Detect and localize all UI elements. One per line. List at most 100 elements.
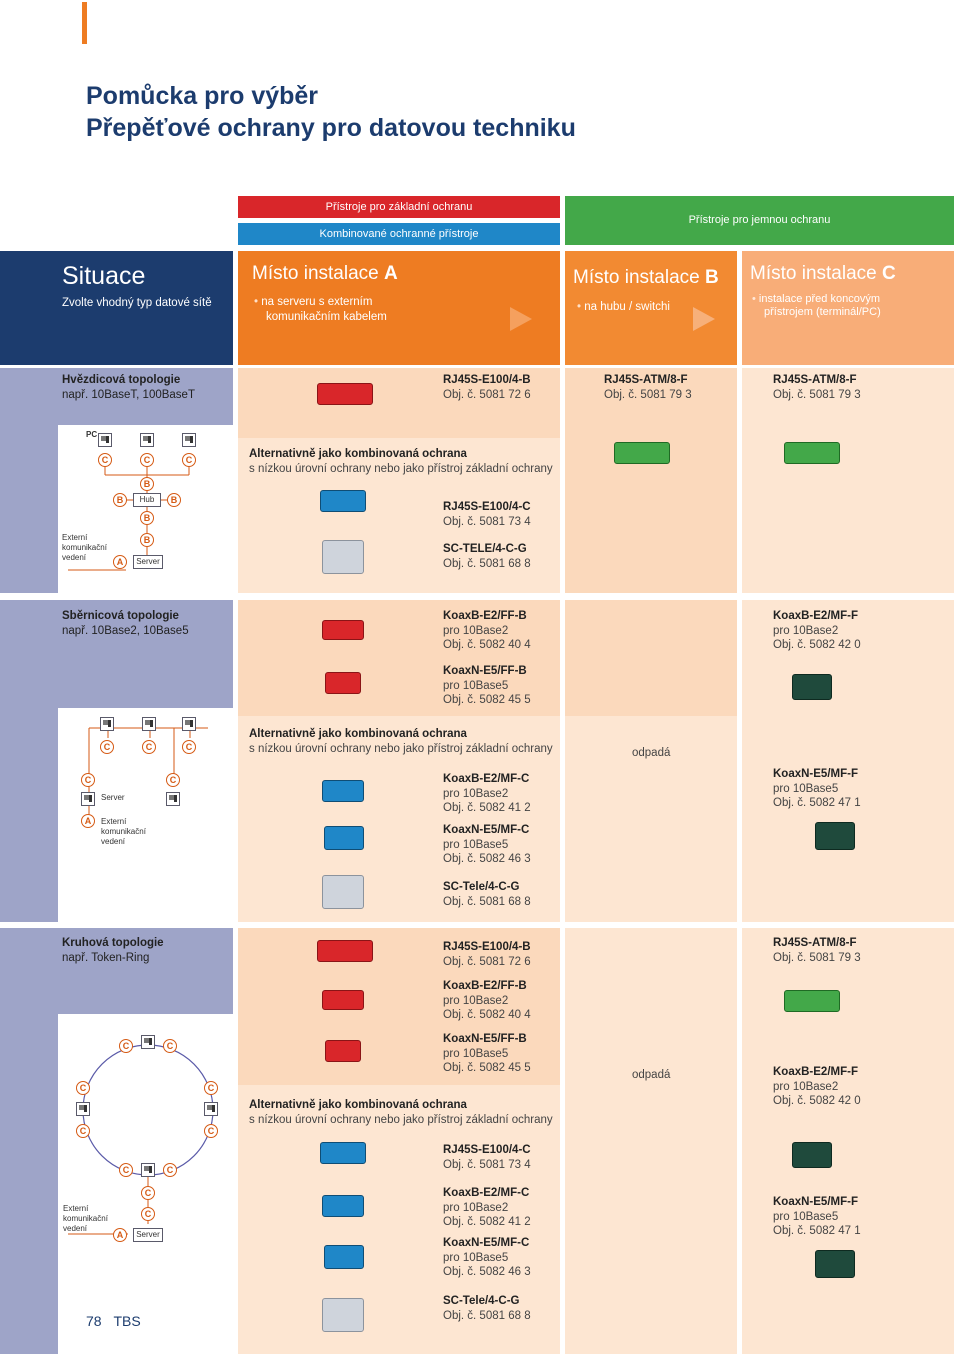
situation-sub: Zvolte vhodný typ datové sítě bbox=[62, 297, 212, 309]
marker-c: C bbox=[119, 1039, 133, 1053]
marker-c: C bbox=[204, 1081, 218, 1095]
order-number: Obj. č. 5081 79 3 bbox=[604, 388, 692, 401]
product-name: RJ45S-E100/4-B bbox=[443, 374, 531, 386]
sec1-topology-sub: např. 10BaseT, 100BaseT bbox=[62, 388, 195, 401]
sec1-alt-label: Alternativně jako kombinovaná ochrana s n… bbox=[249, 447, 553, 476]
title-line-1: Pomůcka pro výběr bbox=[86, 82, 319, 110]
product-image-grey-box bbox=[322, 875, 364, 909]
pc-icon bbox=[76, 1102, 90, 1116]
product-image-green-rj45 bbox=[784, 990, 840, 1012]
product-image-grey-box bbox=[322, 1298, 364, 1332]
place-a-title: Místo instalace A bbox=[252, 263, 398, 284]
arrow-right-icon bbox=[693, 307, 715, 331]
product-name: RJ45S-E100/4-C bbox=[443, 501, 531, 513]
product-image-dark-green-coax bbox=[792, 1142, 832, 1168]
pc-icon bbox=[182, 433, 196, 447]
accent-bar bbox=[82, 2, 87, 44]
band-fine: Přístroje pro jemnou ochranu bbox=[565, 196, 954, 245]
product-image-dark-green-coax bbox=[792, 674, 832, 700]
pc-label: PC bbox=[86, 430, 98, 439]
product-name: RJ45S-ATM/8-F bbox=[773, 374, 857, 386]
marker-c: C bbox=[81, 773, 95, 787]
marker-c: C bbox=[142, 740, 156, 754]
header-place-a: Místo instalace A • na serveru s externí… bbox=[238, 251, 560, 365]
arrow-right-icon bbox=[510, 307, 532, 331]
marker-b: B bbox=[113, 493, 127, 507]
sec1-b-cell bbox=[565, 368, 737, 593]
header-place-c: Místo instalace C • instalace před konco… bbox=[742, 251, 954, 365]
place-b-title: Místo instalace B bbox=[573, 267, 719, 288]
page-title: Pomůcka pro výběr Přepěťové ochrany pro … bbox=[86, 80, 576, 144]
product-name: SC-TELE/4-C-G bbox=[443, 543, 527, 555]
pc-icon bbox=[166, 792, 180, 806]
marker-c: C bbox=[182, 453, 196, 467]
sec3-b-cell bbox=[565, 928, 737, 1354]
place-c-desc: • instalace před koncovým přístrojem (te… bbox=[752, 293, 881, 318]
sec1-topology-label: Hvězdicová topologie např. 10BaseT, 100B… bbox=[62, 373, 195, 402]
place-a-desc: • na serveru s externím komunikačním kab… bbox=[254, 296, 387, 323]
product-image-green-rj45 bbox=[614, 442, 670, 464]
pc-icon bbox=[182, 717, 196, 731]
marker-c: C bbox=[140, 453, 154, 467]
place-b-desc: • na hubu / switchi bbox=[577, 301, 670, 313]
marker-a: A bbox=[113, 1228, 127, 1242]
server-box: Server bbox=[133, 1228, 163, 1242]
alt-title: Alternativně jako kombinovaná ochrana bbox=[249, 448, 467, 460]
sec3-alt-panel bbox=[238, 1085, 560, 1354]
sec2-alt-panel bbox=[238, 716, 560, 922]
sec2-b-none: odpadá bbox=[632, 747, 671, 759]
marker-c: C bbox=[204, 1124, 218, 1138]
marker-b: B bbox=[140, 511, 154, 525]
sec2-c-cell bbox=[742, 600, 954, 922]
marker-c: C bbox=[163, 1163, 177, 1177]
sec3-c-cell bbox=[742, 928, 954, 1354]
product-image-grey-box bbox=[322, 540, 364, 574]
marker-c: C bbox=[98, 453, 112, 467]
place-c-title: Místo instalace C bbox=[750, 263, 896, 284]
order-number: Obj. č. 5081 79 3 bbox=[773, 388, 861, 401]
pc-icon bbox=[204, 1102, 218, 1116]
marker-c: C bbox=[76, 1081, 90, 1095]
product-image-blue-coax bbox=[324, 1245, 364, 1269]
marker-b: B bbox=[140, 477, 154, 491]
alt-sub: s nízkou úrovní ochrany nebo jako přístr… bbox=[249, 462, 553, 475]
sec1-c-cell bbox=[742, 368, 954, 593]
product-image-red-rj45 bbox=[317, 383, 373, 405]
product-image-red-coax bbox=[322, 990, 364, 1010]
server-box: Server bbox=[133, 555, 163, 569]
band-basic: Přístroje pro základní ochranu bbox=[238, 196, 560, 218]
marker-c: C bbox=[163, 1039, 177, 1053]
product-image-blue-coax bbox=[322, 780, 364, 802]
pc-icon bbox=[100, 717, 114, 731]
pc-icon bbox=[140, 433, 154, 447]
order-number: Obj. č. 5081 73 4 bbox=[443, 515, 531, 528]
marker-c: C bbox=[182, 740, 196, 754]
product-image-red-coax bbox=[322, 620, 364, 640]
page-footer: 78 TBS bbox=[86, 1313, 141, 1329]
sec1-alt-panel bbox=[238, 438, 560, 593]
sec3-b-none: odpadá bbox=[632, 1069, 671, 1081]
product-image-blue-coax bbox=[324, 826, 364, 850]
sec1-c-product: RJ45S-ATM/8-F Obj. č. 5081 79 3 bbox=[773, 373, 861, 402]
brand-name: TBS bbox=[113, 1313, 141, 1329]
product-image-red-coax bbox=[325, 672, 361, 694]
server-label: Server bbox=[101, 793, 125, 802]
